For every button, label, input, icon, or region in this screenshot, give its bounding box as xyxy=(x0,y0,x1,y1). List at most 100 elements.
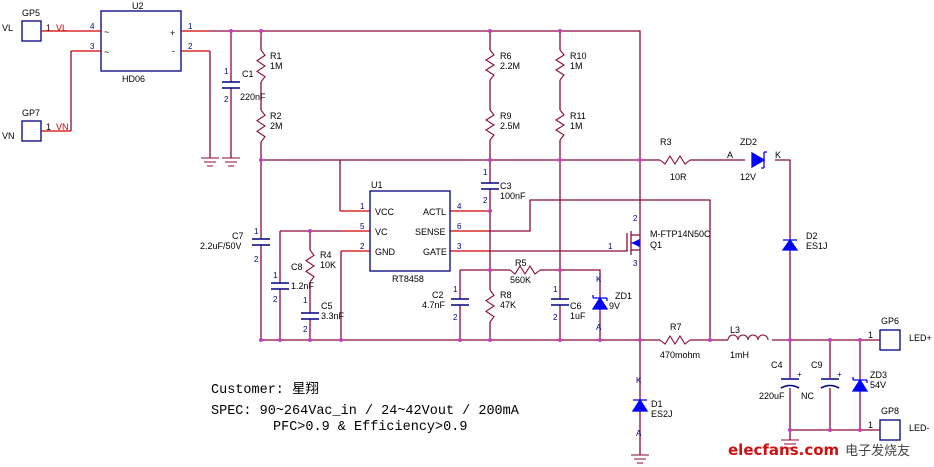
resistor-r6: R62.2M xyxy=(484,49,520,81)
svg-text:K: K xyxy=(636,376,642,385)
svg-text:2.5M: 2.5M xyxy=(500,121,520,131)
svg-text:ACTL: ACTL xyxy=(423,207,446,217)
svg-text:2: 2 xyxy=(483,196,488,205)
svg-text:Q1: Q1 xyxy=(650,240,662,250)
svg-text:C6: C6 xyxy=(570,301,582,311)
svg-text:1uF: 1uF xyxy=(570,311,586,321)
svg-text:2: 2 xyxy=(303,325,308,334)
svg-text:+: + xyxy=(170,28,175,38)
gp5-ref: GP5 xyxy=(22,8,40,18)
svg-text:1: 1 xyxy=(608,242,613,251)
svg-text:5: 5 xyxy=(360,222,365,231)
ground-icon xyxy=(631,454,649,464)
svg-text:4: 4 xyxy=(90,22,95,31)
svg-text:100nF: 100nF xyxy=(500,191,526,201)
svg-text:-: - xyxy=(172,46,175,56)
resistor-body xyxy=(555,50,565,80)
svg-text:2.2uF/50V: 2.2uF/50V xyxy=(200,241,242,251)
svg-text:A: A xyxy=(727,150,733,160)
svg-text:3: 3 xyxy=(90,42,95,51)
gp7-side-label: VN xyxy=(2,131,15,141)
connector-gp7: GP7 VN 1 VN xyxy=(2,108,69,142)
svg-text:K: K xyxy=(596,275,602,284)
watermark-logo-text: elecfans.com xyxy=(728,441,839,459)
svg-text:R3: R3 xyxy=(660,137,672,147)
resistor-body xyxy=(660,335,690,345)
svg-text:ZD3: ZD3 xyxy=(870,370,887,380)
svg-text:2: 2 xyxy=(254,255,259,264)
mosfet-q1: M-FTP14N50C Q1 1 2 3 xyxy=(608,214,711,268)
resistor-r3: R3 10R xyxy=(659,137,691,182)
svg-text:C8: C8 xyxy=(291,262,303,272)
svg-text:10R: 10R xyxy=(670,172,687,182)
spec-note: SPEC: 90~264Vac_in / 24~42Vout / 200mA xyxy=(211,404,520,419)
svg-text:R5: R5 xyxy=(515,258,527,268)
gp7-ref: GP7 xyxy=(22,108,40,118)
svg-text:R10: R10 xyxy=(570,51,587,61)
svg-text:C2: C2 xyxy=(432,290,444,300)
watermark-dot: . xyxy=(799,441,805,459)
svg-text:A: A xyxy=(636,429,642,438)
customer-note: Customer: 星翔 xyxy=(211,381,319,398)
svg-text:2: 2 xyxy=(453,313,458,322)
svg-text:1M: 1M xyxy=(270,61,283,71)
svg-text:C5: C5 xyxy=(321,301,333,311)
watermark-logo-word: elecfans xyxy=(728,441,799,459)
ground-icon xyxy=(222,157,240,167)
svg-text:1: 1 xyxy=(188,22,193,31)
watermark-domain: com xyxy=(804,441,839,459)
svg-text:2: 2 xyxy=(360,242,365,251)
svg-text:R8: R8 xyxy=(500,290,512,300)
svg-text:2M: 2M xyxy=(270,121,283,131)
led-minus-label: LED- xyxy=(909,423,930,433)
gp5-side-label: VL xyxy=(2,23,13,33)
svg-text:C7: C7 xyxy=(232,231,244,241)
elecfans-watermark-logo: elecfans.com 电子发烧友 xyxy=(728,441,910,459)
controller-ic-u1: U1 RT8458 VCC VC GND ACTL SENSE GATE 1 5… xyxy=(360,180,462,284)
svg-text:10K: 10K xyxy=(320,260,336,270)
svg-text:U1: U1 xyxy=(371,180,383,190)
resistor-body xyxy=(660,155,690,165)
resistor-r9: R92.5M xyxy=(484,109,520,141)
svg-text:ES2J: ES2J xyxy=(651,409,673,419)
svg-text:1: 1 xyxy=(553,285,558,294)
bridge-rectifier-u2: U2 HD06 4 3 1 2 ~ ~ + - xyxy=(90,1,193,84)
svg-text:470mohm: 470mohm xyxy=(660,350,700,360)
svg-text:~: ~ xyxy=(104,47,109,57)
svg-text:R1: R1 xyxy=(270,51,282,61)
svg-text:R2: R2 xyxy=(270,111,282,121)
svg-text:1: 1 xyxy=(224,67,229,76)
svg-text:RT8458: RT8458 xyxy=(392,274,424,284)
svg-text:1: 1 xyxy=(360,202,365,211)
svg-text:VC: VC xyxy=(375,227,388,237)
svg-text:VCC: VCC xyxy=(375,207,395,217)
svg-text:560K: 560K xyxy=(510,275,531,285)
svg-text:1: 1 xyxy=(868,330,873,340)
svg-text:R7: R7 xyxy=(670,322,682,332)
svg-text:GP6: GP6 xyxy=(881,316,899,326)
resistor-r7: R7 470mohm xyxy=(659,322,700,360)
resistor-body xyxy=(555,110,565,140)
svg-text:2: 2 xyxy=(553,313,558,322)
inductor-l3: L3 1mH xyxy=(727,325,772,360)
svg-text:1M: 1M xyxy=(570,121,583,131)
svg-text:1: 1 xyxy=(254,227,259,236)
net-vl: VL xyxy=(56,23,67,33)
svg-text:2: 2 xyxy=(633,214,638,223)
svg-text:R4: R4 xyxy=(320,250,332,260)
svg-text:2: 2 xyxy=(224,95,229,104)
svg-text:SENSE: SENSE xyxy=(415,227,446,237)
